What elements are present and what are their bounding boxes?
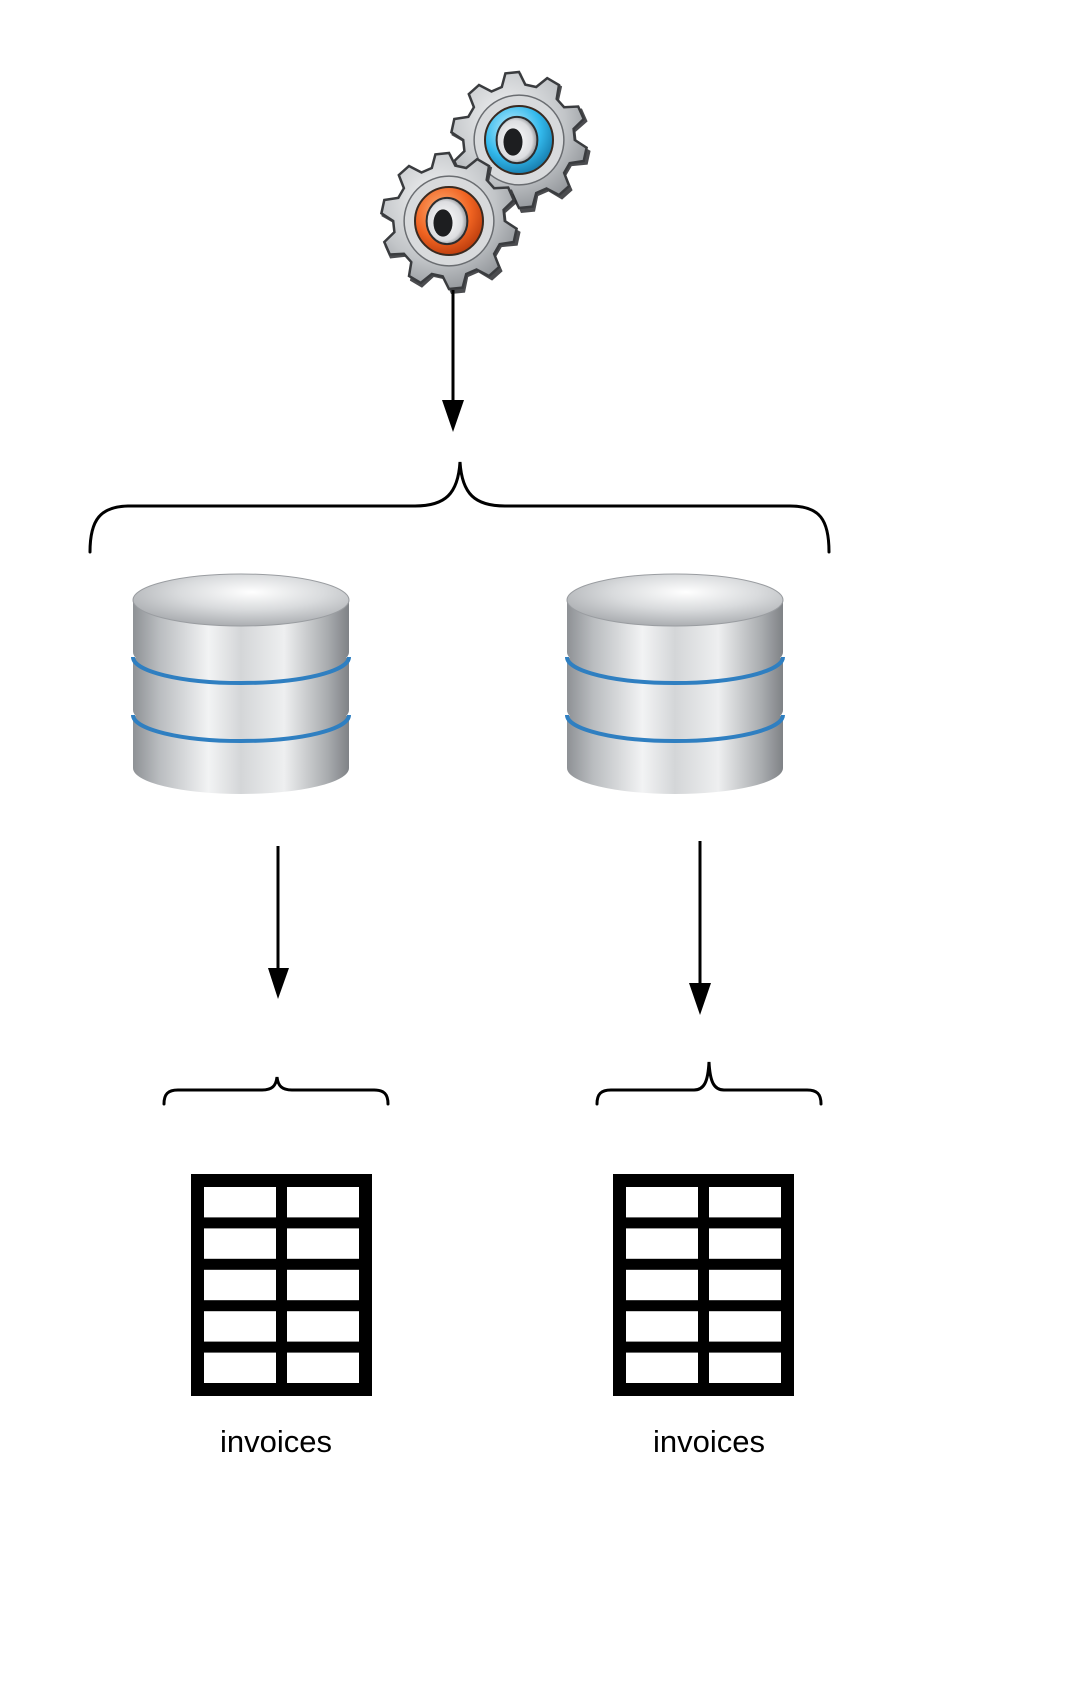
brace-table-1 bbox=[162, 1076, 390, 1106]
arrowhead-left bbox=[268, 968, 289, 999]
arrowhead-top bbox=[442, 400, 464, 432]
table-icon bbox=[191, 1174, 372, 1396]
table-label-1: invoices bbox=[220, 1424, 332, 1459]
brace-databases bbox=[88, 461, 831, 554]
table-label-2: invoices bbox=[653, 1424, 765, 1459]
database-icon bbox=[565, 573, 785, 794]
gear-front-icon bbox=[379, 151, 521, 294]
database-icon bbox=[131, 573, 351, 794]
table-icon bbox=[613, 1174, 794, 1396]
gears-icon bbox=[379, 70, 591, 294]
arrowhead-right bbox=[689, 983, 711, 1015]
brace-table-2 bbox=[595, 1061, 823, 1106]
